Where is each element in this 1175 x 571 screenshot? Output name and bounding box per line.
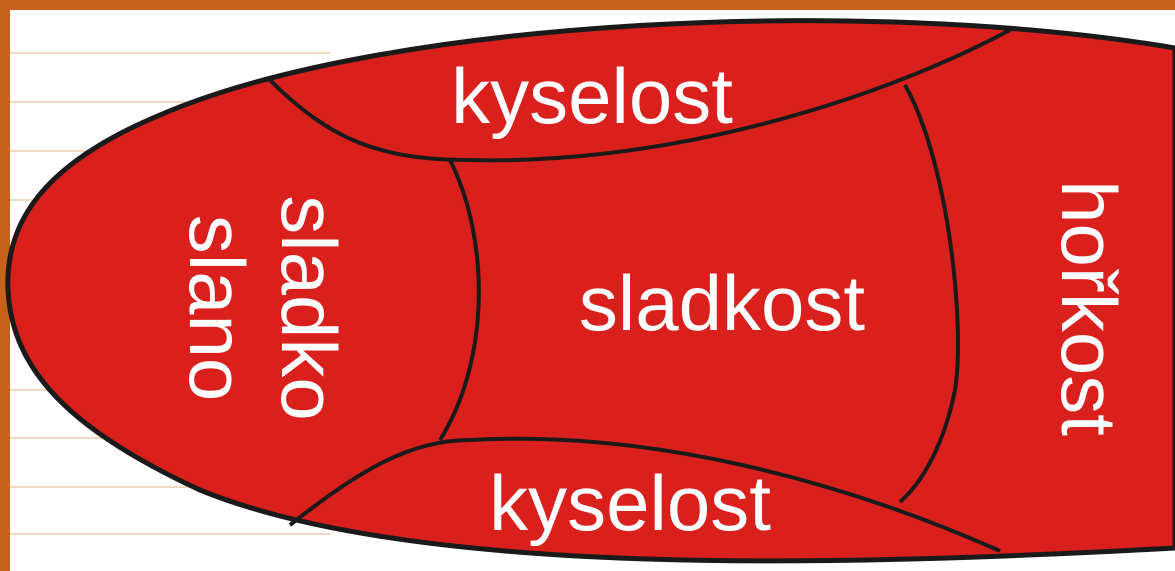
label-sweet-center: sladkost: [579, 259, 865, 347]
divider-bottom-sour: [288, 436, 1001, 553]
label-sweet-tip: sladko: [265, 195, 353, 420]
tongue-shape: [5, 18, 1175, 564]
label-bitter-back: hořkost: [1045, 180, 1133, 436]
label-sour-bottom: kyselost: [489, 459, 771, 547]
divider-top-sour: [268, 28, 1011, 163]
label-sour-top: kyselost: [451, 52, 733, 140]
label-salty-tip: slano: [173, 215, 261, 401]
region-dividers: [268, 28, 1011, 553]
divider-left-center: [438, 159, 481, 442]
divider-right-center: [898, 84, 960, 504]
